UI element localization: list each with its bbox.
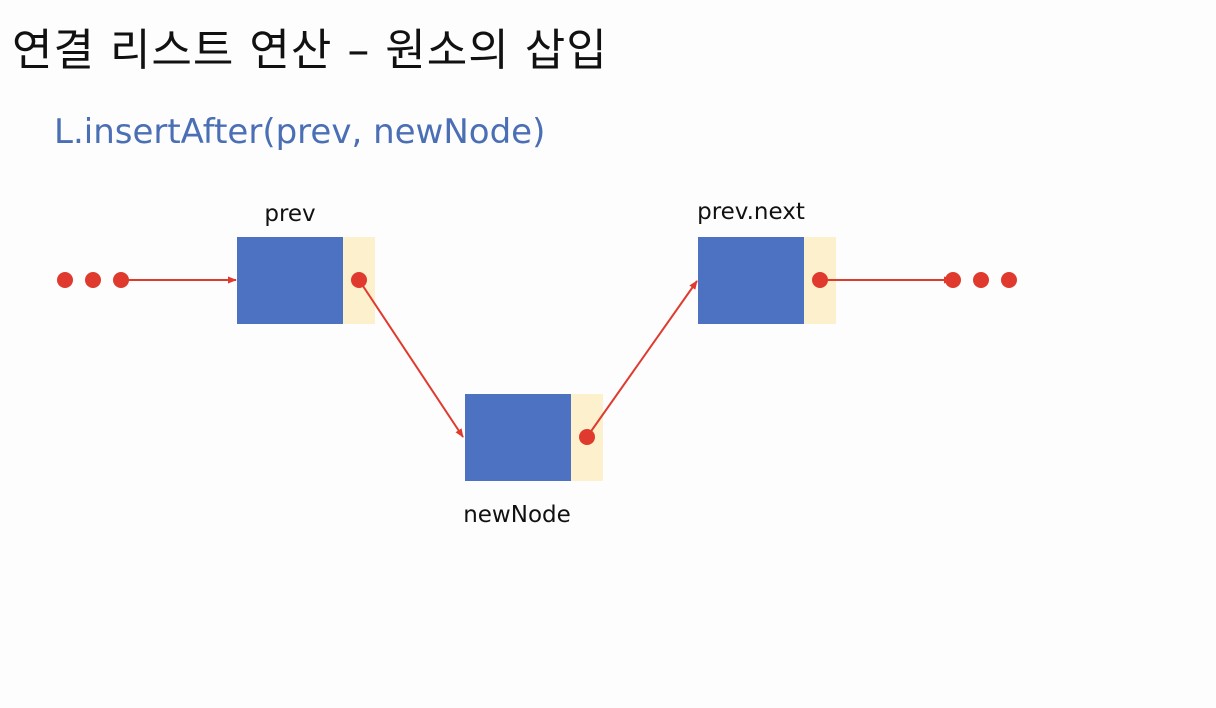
node-prev-next: prev.next xyxy=(697,199,836,324)
slide-subtitle: L.insertAfter(prev, newNode) xyxy=(54,112,546,152)
ellipsis-right xyxy=(945,272,1017,288)
ellipsis-dot xyxy=(85,272,101,288)
ellipsis-dot xyxy=(57,272,73,288)
node-label-prev-next: prev.next xyxy=(697,199,805,225)
ellipsis-dot xyxy=(1001,272,1017,288)
node-prev: prev xyxy=(237,201,375,324)
arrow-new-node-to-prev-next xyxy=(586,280,698,438)
node-data-cell xyxy=(237,237,343,324)
ellipsis-left xyxy=(57,272,129,288)
ellipsis-dot xyxy=(945,272,961,288)
node-label-new-node: newNode xyxy=(463,502,571,528)
node-new: newNode xyxy=(463,394,603,528)
node-data-cell xyxy=(698,237,804,324)
ellipsis-dot xyxy=(973,272,989,288)
node-data-cell xyxy=(465,394,571,481)
slide-title: 연결 리스트 연산 – 원소의 삽입 xyxy=(12,25,608,76)
node-label-prev: prev xyxy=(264,201,315,227)
arrow-prev-to-new-node xyxy=(358,279,464,438)
